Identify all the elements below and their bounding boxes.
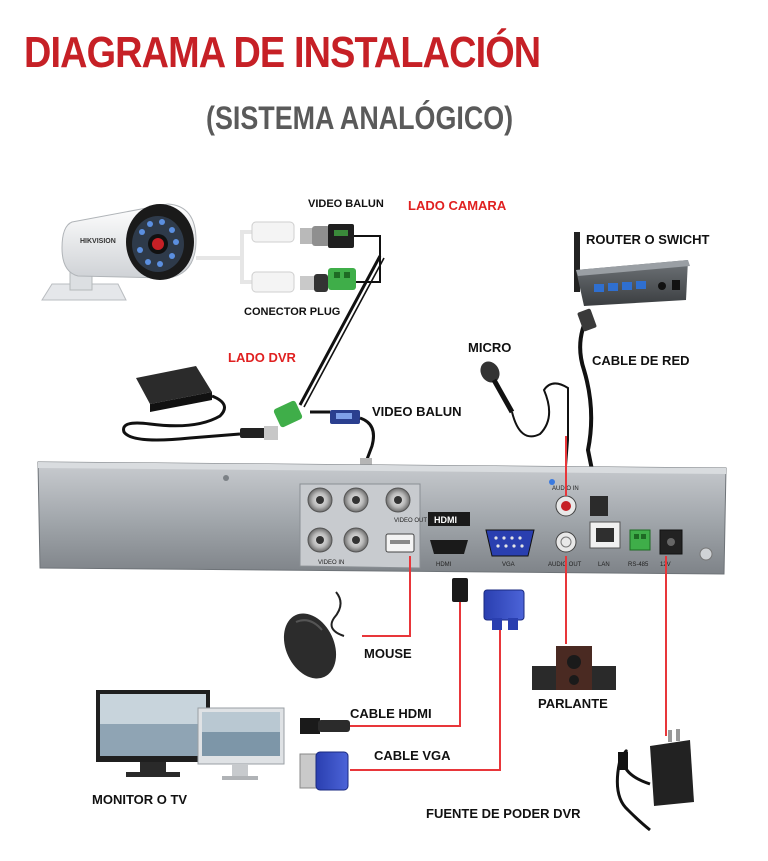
page-subtitle: (SISTEMA ANALÓGICO)	[206, 100, 514, 136]
microphone-icon	[480, 361, 569, 467]
router-icon	[574, 232, 690, 306]
audio-in-port	[555, 495, 577, 517]
speaker-icon	[532, 646, 616, 690]
camera-connector-icon	[251, 221, 295, 293]
lan-port	[589, 496, 621, 549]
label-router: ROUTER O SWICHT	[586, 232, 710, 247]
label-monitor: MONITOR O TV	[92, 792, 188, 807]
label-audio-out: AUDIO OUT	[548, 562, 582, 568]
camera-brand: HIKVISION	[80, 238, 116, 245]
label-lado-dvr: LADO DVR	[228, 350, 296, 365]
video-balun-top-icon	[300, 224, 354, 248]
label-fuente: FUENTE DE PODER DVR	[426, 806, 581, 821]
hdmi-logo: HDMI	[434, 515, 457, 525]
label-micro: MICRO	[468, 340, 512, 355]
camera-side-wires	[354, 235, 381, 283]
red-connection-lines	[350, 436, 667, 771]
label-hdmi: HDMI	[436, 562, 452, 568]
label-lado-camara: LADO CAMARA	[408, 198, 507, 213]
vga-cable-end-icon	[299, 751, 349, 791]
hdmi-cable-end-icon	[300, 718, 350, 734]
rs485-port	[629, 529, 651, 551]
label-conector-plug: CONECTOR PLUG	[244, 306, 341, 318]
monitor-icon	[96, 690, 285, 780]
label-mouse: MOUSE	[364, 646, 412, 661]
label-cable-hdmi: CABLE HDMI	[350, 706, 432, 721]
network-cable	[578, 311, 600, 501]
camera-power-adapter-icon	[122, 366, 303, 442]
video-balun-dvr-icon	[310, 410, 375, 472]
utp-cable	[298, 255, 382, 406]
label-cable-vga: CABLE VGA	[374, 748, 451, 763]
hdmi-plug-dvr-icon	[452, 578, 468, 602]
mouse-icon	[283, 591, 345, 679]
bnc-video-output	[385, 487, 411, 513]
connector-plug-icon	[300, 268, 356, 292]
bnc-video-inputs	[307, 487, 369, 553]
label-video-balun-top: VIDEO BALUN	[308, 198, 384, 210]
page-title: DIAGRAMA DE INSTALACIÓN	[24, 28, 541, 77]
camera-icon	[41, 203, 197, 301]
power-jack	[659, 529, 713, 561]
vga-port	[485, 529, 535, 557]
usb-port	[385, 533, 415, 553]
label-parlante: PARLANTE	[538, 696, 608, 711]
label-vga: VGA	[502, 562, 515, 568]
label-lan: LAN	[598, 562, 610, 568]
hdmi-port	[428, 512, 470, 554]
dvr-recorder	[37, 461, 727, 575]
camera-cable	[196, 230, 252, 284]
label-video-balun-dvr: VIDEO BALUN	[372, 404, 462, 419]
label-rs485: RS-485	[628, 562, 649, 568]
label-video-in: VIDEO IN	[318, 560, 344, 566]
dvr-power-supply-icon	[615, 729, 694, 832]
audio-out-port	[555, 531, 577, 553]
vga-plug-dvr-icon	[483, 589, 525, 630]
label-cable-red: CABLE DE RED	[592, 353, 690, 368]
label-video-out: VIDEO OUT	[394, 518, 427, 524]
